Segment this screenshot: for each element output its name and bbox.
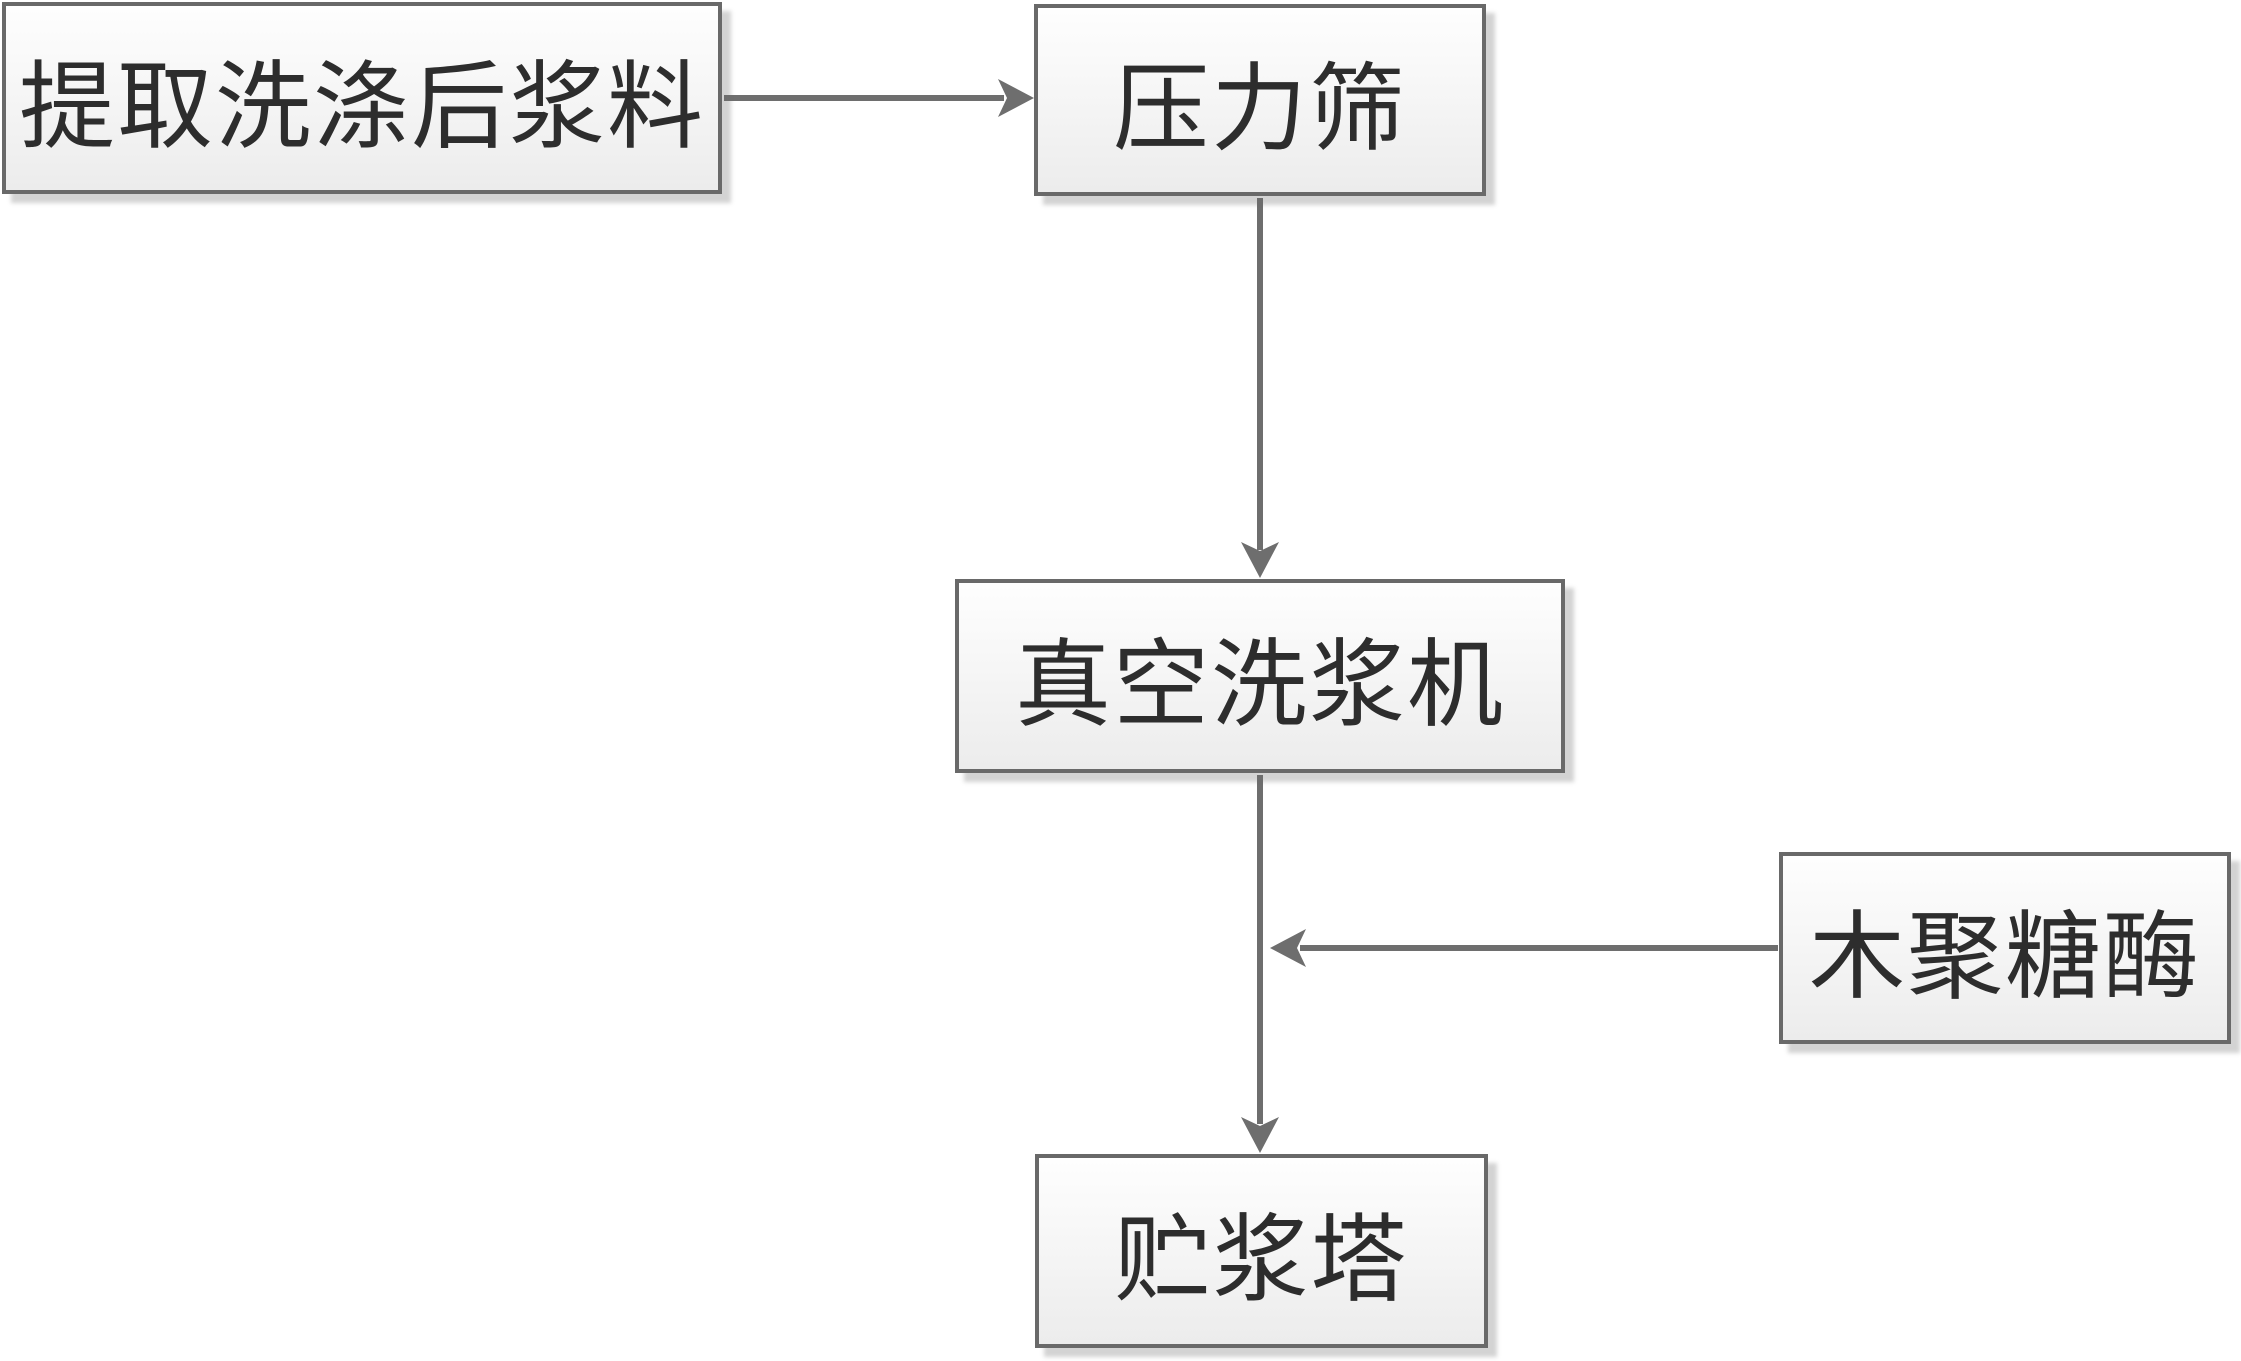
node-pressure-screen: 压力筛 [1034, 4, 1486, 196]
node-pulp-storage-tower-label: 贮浆塔 [1114, 1206, 1409, 1314]
node-vacuum-pulp-washer: 真空洗浆机 [955, 579, 1565, 773]
node-pulp-storage-tower: 贮浆塔 [1035, 1154, 1488, 1348]
arrow-pulp-to-pressure-screen [724, 79, 1034, 117]
node-vacuum-pulp-washer-label: 真空洗浆机 [1015, 631, 1505, 739]
node-xylanase: 木聚糖酶 [1779, 852, 2231, 1044]
arrow-screen-to-washer [1241, 198, 1279, 578]
node-extracted-washed-pulp: 提取洗涤后浆料 [2, 2, 722, 194]
node-extracted-washed-pulp-label: 提取洗涤后浆料 [19, 53, 705, 161]
arrow-xylanase-to-flow [1270, 929, 1778, 967]
node-pressure-screen-label: 压力筛 [1113, 55, 1407, 163]
arrow-washer-to-storage [1241, 775, 1279, 1153]
node-xylanase-label: 木聚糖酶 [1809, 903, 2201, 1011]
